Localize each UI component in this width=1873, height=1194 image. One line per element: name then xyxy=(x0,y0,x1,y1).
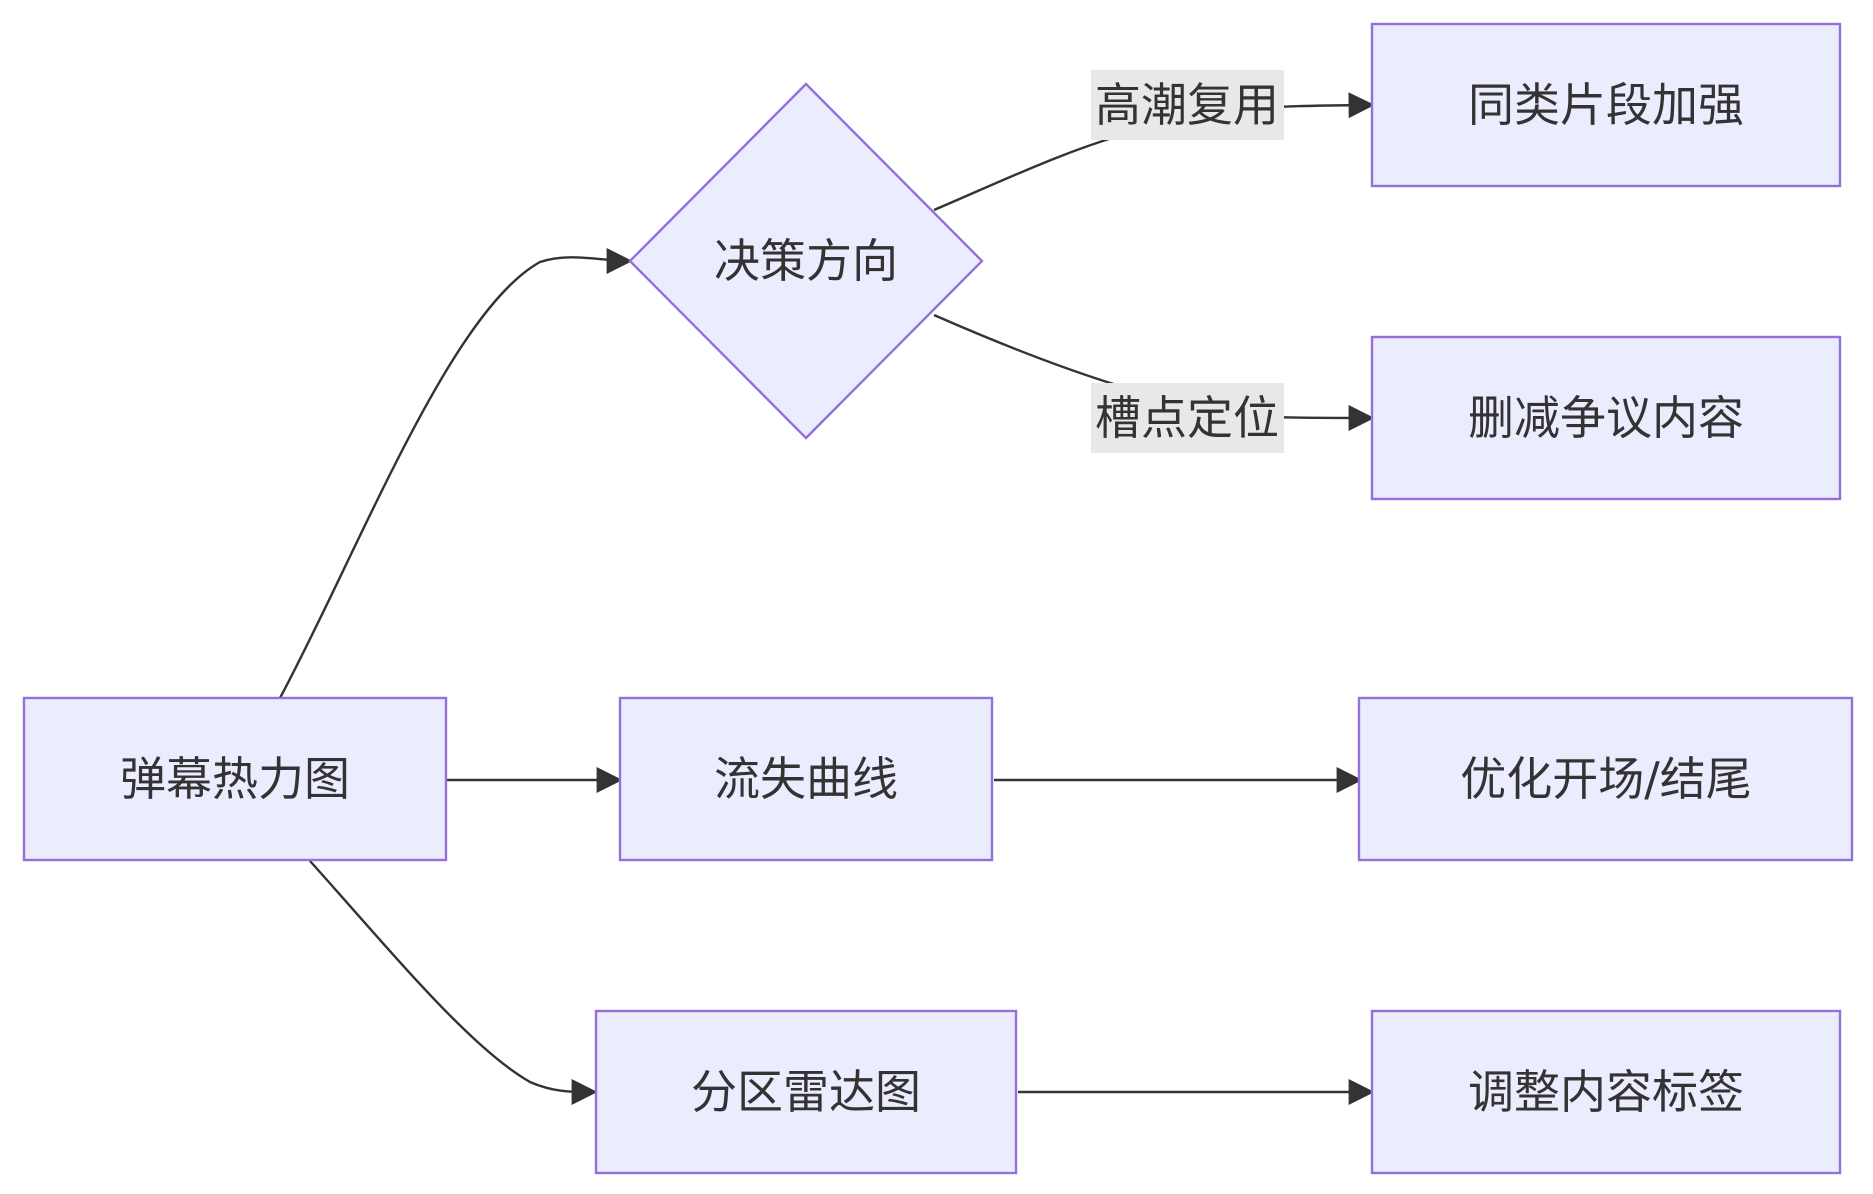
edge-heatmap-to-decision xyxy=(278,247,633,699)
edge-heatmap-to-radar xyxy=(309,860,598,1106)
node-churn-curve[interactable]: 流失曲线 xyxy=(618,696,994,862)
node-adjust-tags-label: 调整内容标签 xyxy=(1468,1065,1744,1119)
node-similar-clips-label: 同类片段加强 xyxy=(1468,78,1744,132)
node-zone-radar[interactable]: 分区雷达图 xyxy=(594,1009,1018,1175)
node-adjust-tags[interactable]: 调整内容标签 xyxy=(1370,1009,1842,1175)
node-decision[interactable]: 决策方向 xyxy=(628,82,984,440)
node-optimize-open-end-label: 优化开场/结尾 xyxy=(1460,752,1752,806)
node-danmaku-heatmap-label: 弹幕热力图 xyxy=(120,752,350,806)
node-cut-controversy[interactable]: 删减争议内容 xyxy=(1370,335,1842,501)
edge-label-complaint-locate: 槽点定位 xyxy=(1091,383,1284,453)
edge-label-climax-reuse-text: 高潮复用 xyxy=(1095,78,1279,132)
node-danmaku-heatmap[interactable]: 弹幕热力图 xyxy=(22,696,448,862)
edge-label-complaint-locate-text: 槽点定位 xyxy=(1095,391,1279,445)
node-decision-label: 决策方向 xyxy=(714,234,898,288)
edge-label-climax-reuse: 高潮复用 xyxy=(1091,70,1284,140)
node-optimize-open-end[interactable]: 优化开场/结尾 xyxy=(1357,696,1854,862)
node-zone-radar-label: 分区雷达图 xyxy=(691,1065,921,1119)
node-cut-controversy-label: 删减争议内容 xyxy=(1468,391,1744,445)
node-similar-clips[interactable]: 同类片段加强 xyxy=(1370,22,1842,188)
node-churn-curve-label: 流失曲线 xyxy=(714,752,898,806)
